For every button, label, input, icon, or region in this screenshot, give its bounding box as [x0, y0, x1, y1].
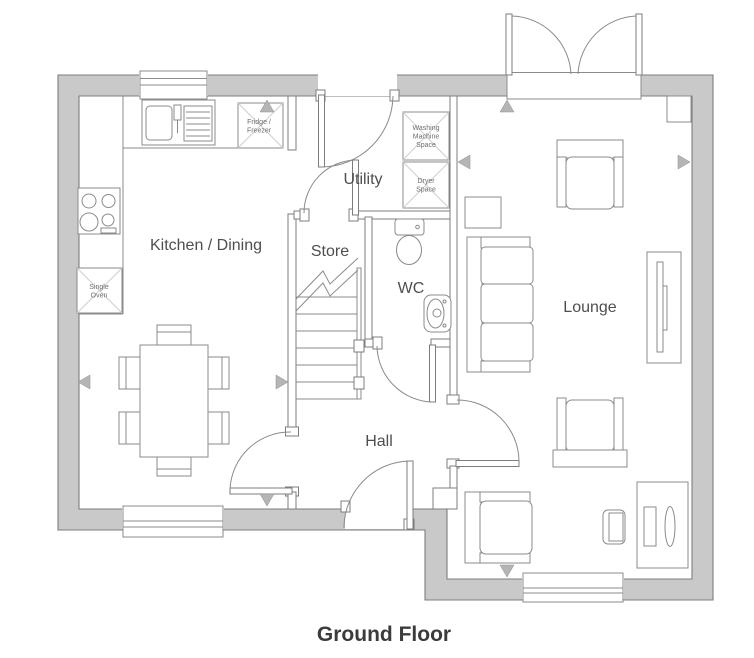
- wc-door: [376, 344, 436, 403]
- washer-label-line1: Washing: [413, 125, 440, 132]
- wall-notch: [432, 487, 458, 510]
- kitchen-top-window: [139, 70, 208, 100]
- dining-set: [118, 324, 230, 477]
- french-door-left-leaf: [505, 13, 513, 76]
- arrow-left-icon: [457, 154, 471, 170]
- kitchen-utility-wall-stub: [287, 95, 297, 151]
- door-leaf: [429, 344, 436, 403]
- kitchen-hob: [77, 187, 121, 235]
- oven-label-line1: Single: [89, 284, 109, 291]
- chimney-breast: [666, 95, 692, 123]
- store-door: [303, 159, 359, 216]
- door-leaf: [455, 460, 520, 467]
- arrow-right-icon: [677, 154, 691, 170]
- room-label-lounge: Lounge: [563, 299, 616, 316]
- lounge-bottom-window: [522, 572, 624, 603]
- arrow-up-icon: [499, 99, 515, 113]
- room-label-store: Store: [311, 243, 349, 260]
- arrow-down-icon: [259, 493, 275, 507]
- door-leaf: [229, 487, 293, 495]
- toilet: [394, 218, 425, 265]
- arrow-up-icon: [259, 99, 275, 113]
- fridge-label-line1: Fridge /: [247, 119, 271, 126]
- stair-rail: [356, 267, 362, 400]
- dimension-markers: [77, 99, 691, 578]
- room-label-wc: WC: [398, 280, 425, 297]
- kitchen-counters: [79, 96, 238, 315]
- washing-machine-space: Washing Machine Space: [402, 111, 450, 161]
- door-leaf: [406, 460, 414, 530]
- hall-lounge-door: [455, 399, 520, 467]
- dining-table: [139, 344, 209, 458]
- front-door: [340, 460, 415, 531]
- fridge-freezer-space: Fridge / Freezer: [237, 102, 284, 149]
- room-label-utility: Utility: [343, 171, 382, 188]
- armchair-bottom: [464, 491, 533, 564]
- dryer-space: Dryer Space: [402, 161, 450, 209]
- arrow-right-icon: [275, 374, 289, 390]
- room-label-hall: Hall: [365, 433, 393, 450]
- armchair-middle: [552, 397, 628, 468]
- desk: [636, 481, 689, 569]
- store-wc-wall: [364, 216, 373, 345]
- kitchen-bottom-window: [122, 505, 224, 538]
- washer-label-line2: Machine: [413, 134, 440, 141]
- room-label-kitchen: Kitchen / Dining: [150, 237, 262, 254]
- kitchen-sink: [141, 99, 216, 146]
- washer-label-line3: Space: [416, 142, 436, 149]
- door-leaf: [318, 94, 325, 168]
- arrow-left-icon: [77, 374, 91, 390]
- utility-external-door: [315, 74, 400, 168]
- tv-screen: [656, 261, 664, 353]
- lounge-french-doors: [505, 13, 643, 100]
- side-table: [464, 196, 502, 229]
- exterior-walls: [57, 74, 714, 601]
- tv-unit: [646, 251, 682, 364]
- dryer-label-line1: Dryer: [417, 178, 435, 185]
- desk-monitor: [664, 506, 676, 547]
- newel-post: [353, 339, 365, 353]
- armchair-top: [556, 139, 624, 210]
- dryer-label-line2: Space: [416, 187, 436, 194]
- oven-label-line2: Oven: [91, 293, 108, 300]
- fridge-label-line2: Freezer: [247, 128, 272, 135]
- single-oven-space: Single Oven: [76, 267, 123, 314]
- desk-area: [602, 481, 689, 569]
- staircase: [295, 257, 365, 400]
- kitchen-hall-door: [229, 431, 293, 495]
- newel-post: [353, 376, 365, 390]
- french-door-right-leaf: [635, 13, 643, 76]
- page-title: Ground Floor: [317, 623, 451, 646]
- arrow-down-icon: [499, 564, 515, 578]
- lounge-internal-wall: [449, 95, 458, 402]
- wash-basin: [423, 294, 452, 333]
- kitchen-store-wall: [287, 213, 297, 433]
- stair-break-line: [295, 257, 359, 300]
- sofa: [466, 236, 534, 373]
